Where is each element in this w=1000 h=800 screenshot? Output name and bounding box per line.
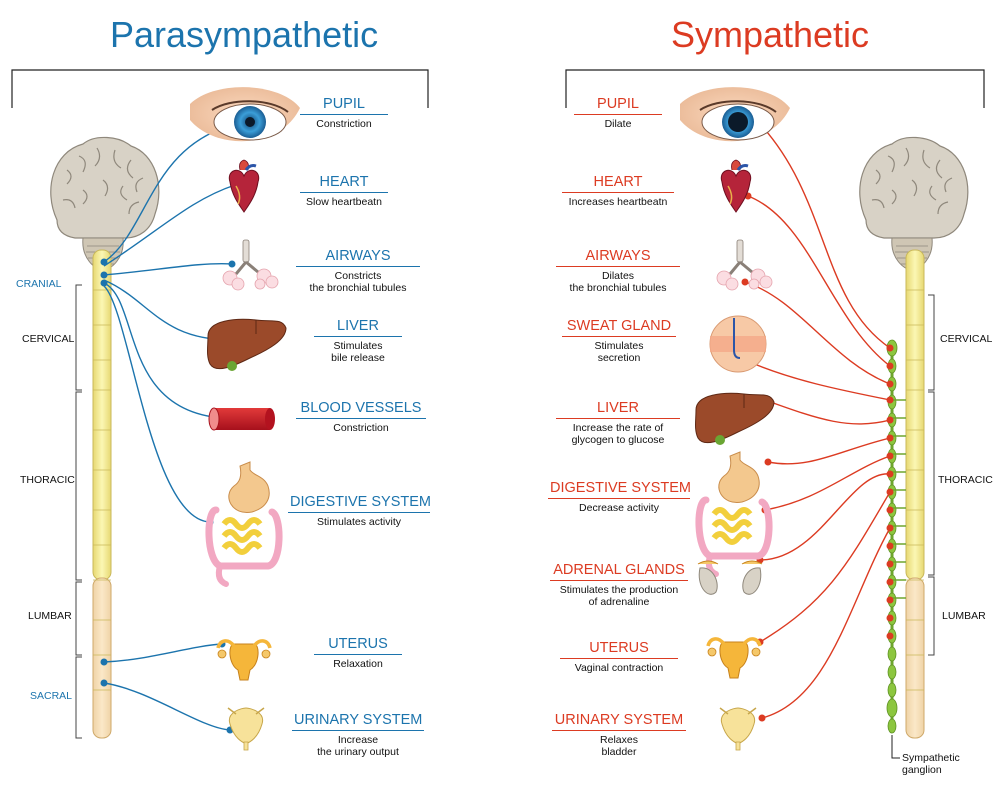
symp-nerve-endpoints: [741, 192, 894, 722]
symp-liver-icon: [695, 392, 775, 446]
symp-label-sweat-gland: SWEAT GLAND Stimulates secretion: [562, 318, 676, 364]
symp-uterus-icon: [706, 637, 762, 680]
para-label-pupil: PUPIL Constriction: [300, 96, 388, 130]
para-region-lumbar: LUMBAR: [28, 610, 72, 622]
para-organ-effect: Stimulates bile release: [331, 340, 385, 364]
para-region-cervical: CERVICAL: [22, 333, 75, 345]
para-bracket: [11, 69, 429, 108]
sympathetic-ganglion-label: Sympathetic ganglion: [902, 752, 960, 776]
symp-sweat-gland-icon: [709, 315, 767, 373]
symp-organ-name: AIRWAYS: [556, 248, 680, 267]
para-label-liver: LIVER Stimulates bile release: [314, 318, 402, 364]
para-organ-name: HEART: [300, 174, 388, 193]
symp-organ-name: URINARY SYSTEM: [552, 712, 686, 731]
symp-label-uterus: UTERUS Vaginal contraction: [560, 640, 678, 674]
para-region-thoracic: THORACIC: [20, 474, 75, 486]
para-organ-effect: Increase the urinary output: [317, 734, 399, 758]
para-digestive-icon: [209, 462, 279, 584]
symp-organ-name: PUPIL: [574, 96, 662, 115]
para-organ-effect: Stimulates activity: [316, 516, 402, 528]
symp-eye-icon: [680, 87, 790, 142]
ganglion-pointer: [891, 735, 900, 759]
symp-label-airways: AIRWAYS Dilates the bronchial tubules: [556, 248, 680, 294]
symp-heart-icon: [719, 158, 753, 214]
symp-organ-effect: Increases heartbeatn: [568, 196, 668, 208]
symp-organ-name: HEART: [562, 174, 674, 193]
symp-organ-name: UTERUS: [560, 640, 678, 659]
para-spinal-cord: [92, 249, 112, 739]
symp-organ-name: ADRENAL GLANDS: [550, 562, 688, 581]
symp-organ-effect: Dilate: [604, 118, 632, 130]
symp-organ-name: DIGESTIVE SYSTEM: [548, 480, 691, 499]
symp-bladder-icon: [719, 707, 757, 751]
symp-adrenal-icon: [697, 560, 763, 595]
symp-organ-effect: Increase the rate of glycogen to glucose: [571, 422, 665, 446]
symp-organ-effect: Stimulates the production of adrenaline: [559, 584, 679, 608]
para-organ-effect: Relaxation: [333, 658, 383, 670]
symp-label-heart: HEART Increases heartbeatn: [562, 174, 674, 208]
para-label-urinary: URINARY SYSTEM Increase the urinary outp…: [292, 712, 424, 758]
para-region-cranial: CRANIAL: [16, 278, 62, 290]
para-organ-name: AIRWAYS: [296, 248, 420, 267]
para-region-braces: [75, 284, 82, 739]
para-label-uterus: UTERUS Relaxation: [314, 636, 402, 670]
para-bladder-icon: [227, 707, 265, 751]
symp-organ-effect: Relaxes bladder: [600, 734, 638, 758]
symp-spinal-cord: [905, 249, 925, 739]
para-organ-name: URINARY SYSTEM: [292, 712, 424, 731]
para-label-blood-vessels: BLOOD VESSELS Constriction: [296, 400, 426, 434]
para-organ-name: BLOOD VESSELS: [296, 400, 426, 419]
para-label-digestive: DIGESTIVE SYSTEM Stimulates activity: [288, 494, 431, 528]
symp-region-thoracic: THORACIC: [938, 474, 993, 486]
symp-label-digestive: DIGESTIVE SYSTEM Decrease activity: [548, 480, 691, 514]
symp-region-cervical: CERVICAL: [940, 333, 993, 345]
para-blood-vessel-icon: [208, 407, 275, 431]
symp-label-urinary: URINARY SYSTEM Relaxes bladder: [552, 712, 686, 758]
parasympathetic-title: Parasympathetic: [110, 14, 379, 55]
para-heart-icon: [227, 158, 261, 214]
para-organ-name: UTERUS: [314, 636, 402, 655]
para-organ-name: PUPIL: [300, 96, 388, 115]
symp-bracket: [565, 69, 985, 108]
symp-organ-name: SWEAT GLAND: [562, 318, 676, 337]
para-uterus-icon: [216, 639, 272, 682]
symp-organ-effect: Stimulates secretion: [594, 340, 644, 364]
symp-nerves: [744, 123, 891, 719]
para-region-sacral: SACRAL: [30, 690, 73, 702]
symp-organ-effect: Vaginal contraction: [574, 662, 664, 674]
para-label-heart: HEART Slow heartbeatn: [300, 174, 388, 208]
para-organ-name: LIVER: [314, 318, 402, 337]
para-organ-name: DIGESTIVE SYSTEM: [288, 494, 431, 513]
para-eye-icon: [190, 87, 300, 142]
symp-label-pupil: PUPIL Dilate: [574, 96, 662, 130]
para-organ-effect: Constricts the bronchial tubules: [309, 270, 407, 294]
symp-organ-name: LIVER: [556, 400, 680, 419]
para-label-airways: AIRWAYS Constricts the bronchial tubules: [296, 248, 420, 294]
symp-region-braces: [928, 294, 935, 656]
para-organ-effect: Constriction: [333, 422, 389, 434]
para-organ-effect: Constriction: [316, 118, 372, 130]
para-organ-effect: Slow heartbeatn: [306, 196, 382, 208]
symp-organ-effect: Decrease activity: [579, 502, 659, 514]
sympathetic-title: Sympathetic: [670, 14, 870, 55]
symp-label-liver: LIVER Increase the rate of glycogen to g…: [556, 400, 680, 446]
para-nerves: [103, 121, 246, 731]
para-liver-icon: [207, 318, 287, 372]
symp-organ-effect: Dilates the bronchial tubules: [569, 270, 667, 294]
symp-label-adrenal: ADRENAL GLANDS Stimulates the production…: [550, 562, 688, 608]
symp-region-lumbar: LUMBAR: [942, 610, 986, 622]
symp-digestive-icon: [699, 452, 769, 574]
